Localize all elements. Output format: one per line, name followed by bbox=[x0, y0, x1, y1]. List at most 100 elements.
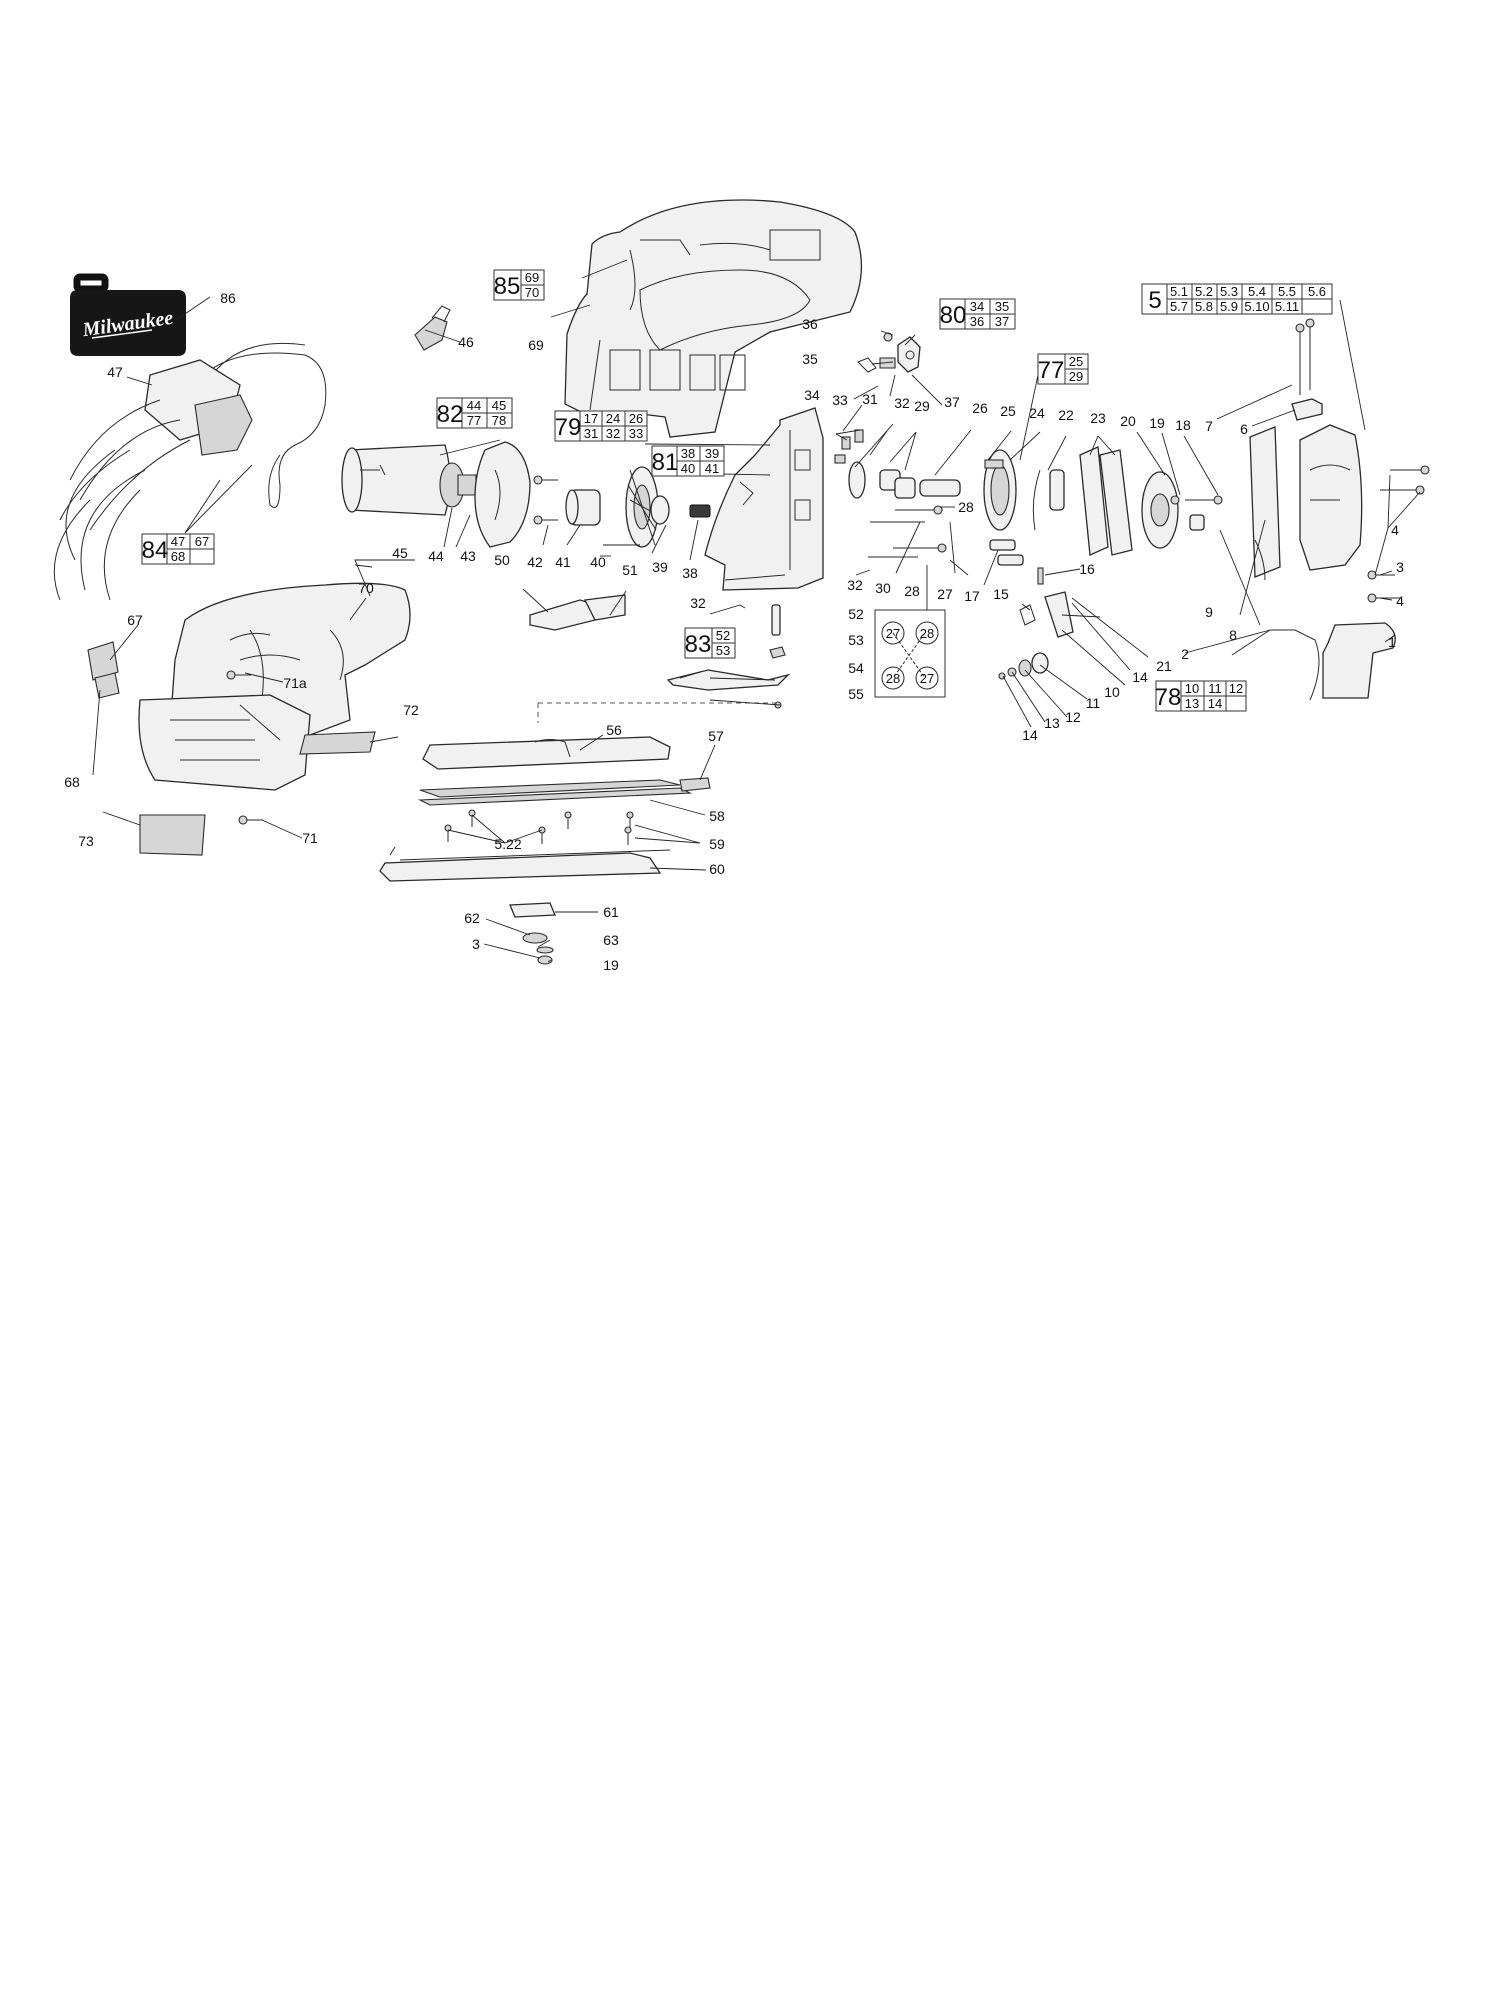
kit-82: 82 44 45 77 78 bbox=[436, 397, 513, 429]
kit-5-part-8: 5.8 bbox=[1195, 299, 1213, 314]
callout-67: 67 bbox=[127, 612, 143, 628]
kit-80-part-3: 36 bbox=[970, 314, 984, 329]
callout-11: 11 bbox=[1086, 695, 1101, 711]
callout-2: 2 bbox=[1181, 646, 1189, 662]
callout-labels: 86 46 47 69 45 44 43 42 41 40 39 38 50 5… bbox=[64, 290, 1404, 973]
kit-81-part-3: 40 bbox=[681, 461, 695, 476]
kit-5-part-11: 5.11 bbox=[1275, 299, 1299, 314]
callout-16: 16 bbox=[1079, 561, 1095, 577]
callout-3-b: 3 bbox=[472, 936, 480, 952]
callout-10: 10 bbox=[1104, 684, 1120, 700]
gear-housing bbox=[704, 407, 824, 591]
callout-62: 62 bbox=[464, 910, 480, 926]
callout-61: 61 bbox=[603, 904, 619, 920]
callout-28-a: 28 bbox=[958, 499, 974, 515]
callout-54: 54 bbox=[848, 660, 864, 676]
callout-5-22: 5.22 bbox=[494, 836, 521, 852]
kit-78-part-3: 12 bbox=[1229, 681, 1243, 696]
screws-42 bbox=[533, 475, 558, 525]
blade-clamp-screw bbox=[769, 604, 786, 659]
part-46-switch-button bbox=[414, 305, 451, 351]
callout-41: 41 bbox=[555, 554, 571, 570]
kit-84-part-2: 67 bbox=[195, 534, 209, 549]
inset-label-d: 27 bbox=[920, 671, 934, 686]
callout-22: 22 bbox=[1058, 407, 1074, 423]
kit-80-part-4: 37 bbox=[995, 314, 1009, 329]
kit-83: 83 52 53 bbox=[684, 627, 736, 659]
screws-28 bbox=[868, 505, 947, 558]
kit-81-part-4: 41 bbox=[705, 461, 719, 476]
callout-21: 21 bbox=[1156, 658, 1172, 674]
callout-32-a: 32 bbox=[894, 395, 910, 411]
housing-left-half bbox=[138, 582, 411, 791]
misc-screws bbox=[226, 670, 634, 845]
callout-44: 44 bbox=[428, 548, 444, 564]
kit-5-part-9: 5.9 bbox=[1220, 299, 1238, 314]
inset-box: 27 28 28 27 bbox=[874, 565, 946, 698]
callout-86: 86 bbox=[220, 290, 236, 306]
label-plates bbox=[139, 731, 376, 856]
kit-81-id: 81 bbox=[652, 449, 679, 476]
callout-39: 39 bbox=[652, 559, 668, 575]
kit-82-part-2: 45 bbox=[492, 398, 506, 413]
callout-71: 71 bbox=[302, 830, 318, 846]
callout-33: 33 bbox=[832, 392, 848, 408]
callout-40: 40 bbox=[590, 554, 606, 570]
callout-9: 9 bbox=[1205, 604, 1213, 620]
bevel-lock-parts bbox=[509, 902, 556, 965]
kit-85: 85 69 70 bbox=[493, 269, 545, 301]
callout-32-b: 32 bbox=[847, 577, 863, 593]
kit-77: 77 25 29 bbox=[1037, 353, 1089, 385]
callout-56: 56 bbox=[606, 722, 622, 738]
callout-60: 60 bbox=[709, 861, 725, 877]
base-shoe bbox=[379, 736, 711, 882]
dashed-connector bbox=[537, 702, 778, 723]
kit-77-part-1: 25 bbox=[1069, 354, 1083, 369]
callout-13: 13 bbox=[1044, 715, 1060, 731]
kit-78-part-2: 11 bbox=[1208, 681, 1222, 696]
kit-85-part-2: 70 bbox=[525, 285, 539, 300]
kit-5-part-6: 5.6 bbox=[1308, 284, 1326, 299]
callout-19-b: 19 bbox=[603, 957, 619, 973]
callout-25: 25 bbox=[1000, 403, 1016, 419]
callout-18: 18 bbox=[1175, 417, 1191, 433]
milwaukee-case-logo: Milwaukee bbox=[70, 273, 186, 356]
front-cover bbox=[1299, 424, 1430, 603]
kit-82-part-3: 77 bbox=[467, 413, 481, 428]
kit-82-part-4: 78 bbox=[492, 413, 506, 428]
callout-59: 59 bbox=[709, 836, 725, 852]
callout-71a: 71a bbox=[283, 675, 307, 691]
callout-23: 23 bbox=[1090, 410, 1106, 426]
callout-36: 36 bbox=[802, 316, 818, 332]
kit-78-part-5: 14 bbox=[1208, 696, 1222, 711]
callout-30: 30 bbox=[875, 580, 891, 596]
callout-57: 57 bbox=[708, 728, 724, 744]
blade-clamp-parts bbox=[1249, 318, 1323, 581]
kit-5-part-1: 5.1 bbox=[1170, 284, 1188, 299]
kit-79-part-1: 17 bbox=[584, 411, 598, 426]
kit-85-id: 85 bbox=[494, 273, 521, 300]
callout-52: 52 bbox=[848, 606, 864, 622]
callout-42: 42 bbox=[527, 554, 543, 570]
callout-73: 73 bbox=[78, 833, 94, 849]
pins-17 bbox=[989, 539, 1024, 566]
kit-83-id: 83 bbox=[685, 631, 712, 658]
kit-82-part-1: 44 bbox=[467, 398, 481, 413]
kit-84: 84 47 67 68 bbox=[141, 533, 215, 565]
kit-77-id: 77 bbox=[1038, 357, 1065, 384]
kit-80: 80 34 35 36 37 bbox=[939, 298, 1016, 330]
callout-19-a: 19 bbox=[1149, 415, 1165, 431]
kit-5-part-7: 5.7 bbox=[1170, 299, 1188, 314]
kit-79-part-4: 31 bbox=[584, 426, 598, 441]
callout-70: 70 bbox=[358, 580, 374, 596]
callout-14-a: 14 bbox=[1132, 669, 1148, 685]
kit-80-id: 80 bbox=[940, 302, 967, 329]
parts-50-51 bbox=[529, 594, 626, 631]
kit-80-part-1: 34 bbox=[970, 299, 984, 314]
callout-55: 55 bbox=[848, 686, 864, 702]
callout-53: 53 bbox=[848, 632, 864, 648]
kit-84-part-1: 47 bbox=[171, 534, 185, 549]
housing-right-half bbox=[564, 199, 863, 438]
callout-34: 34 bbox=[804, 387, 820, 403]
kit-5-part-4: 5.4 bbox=[1248, 284, 1266, 299]
